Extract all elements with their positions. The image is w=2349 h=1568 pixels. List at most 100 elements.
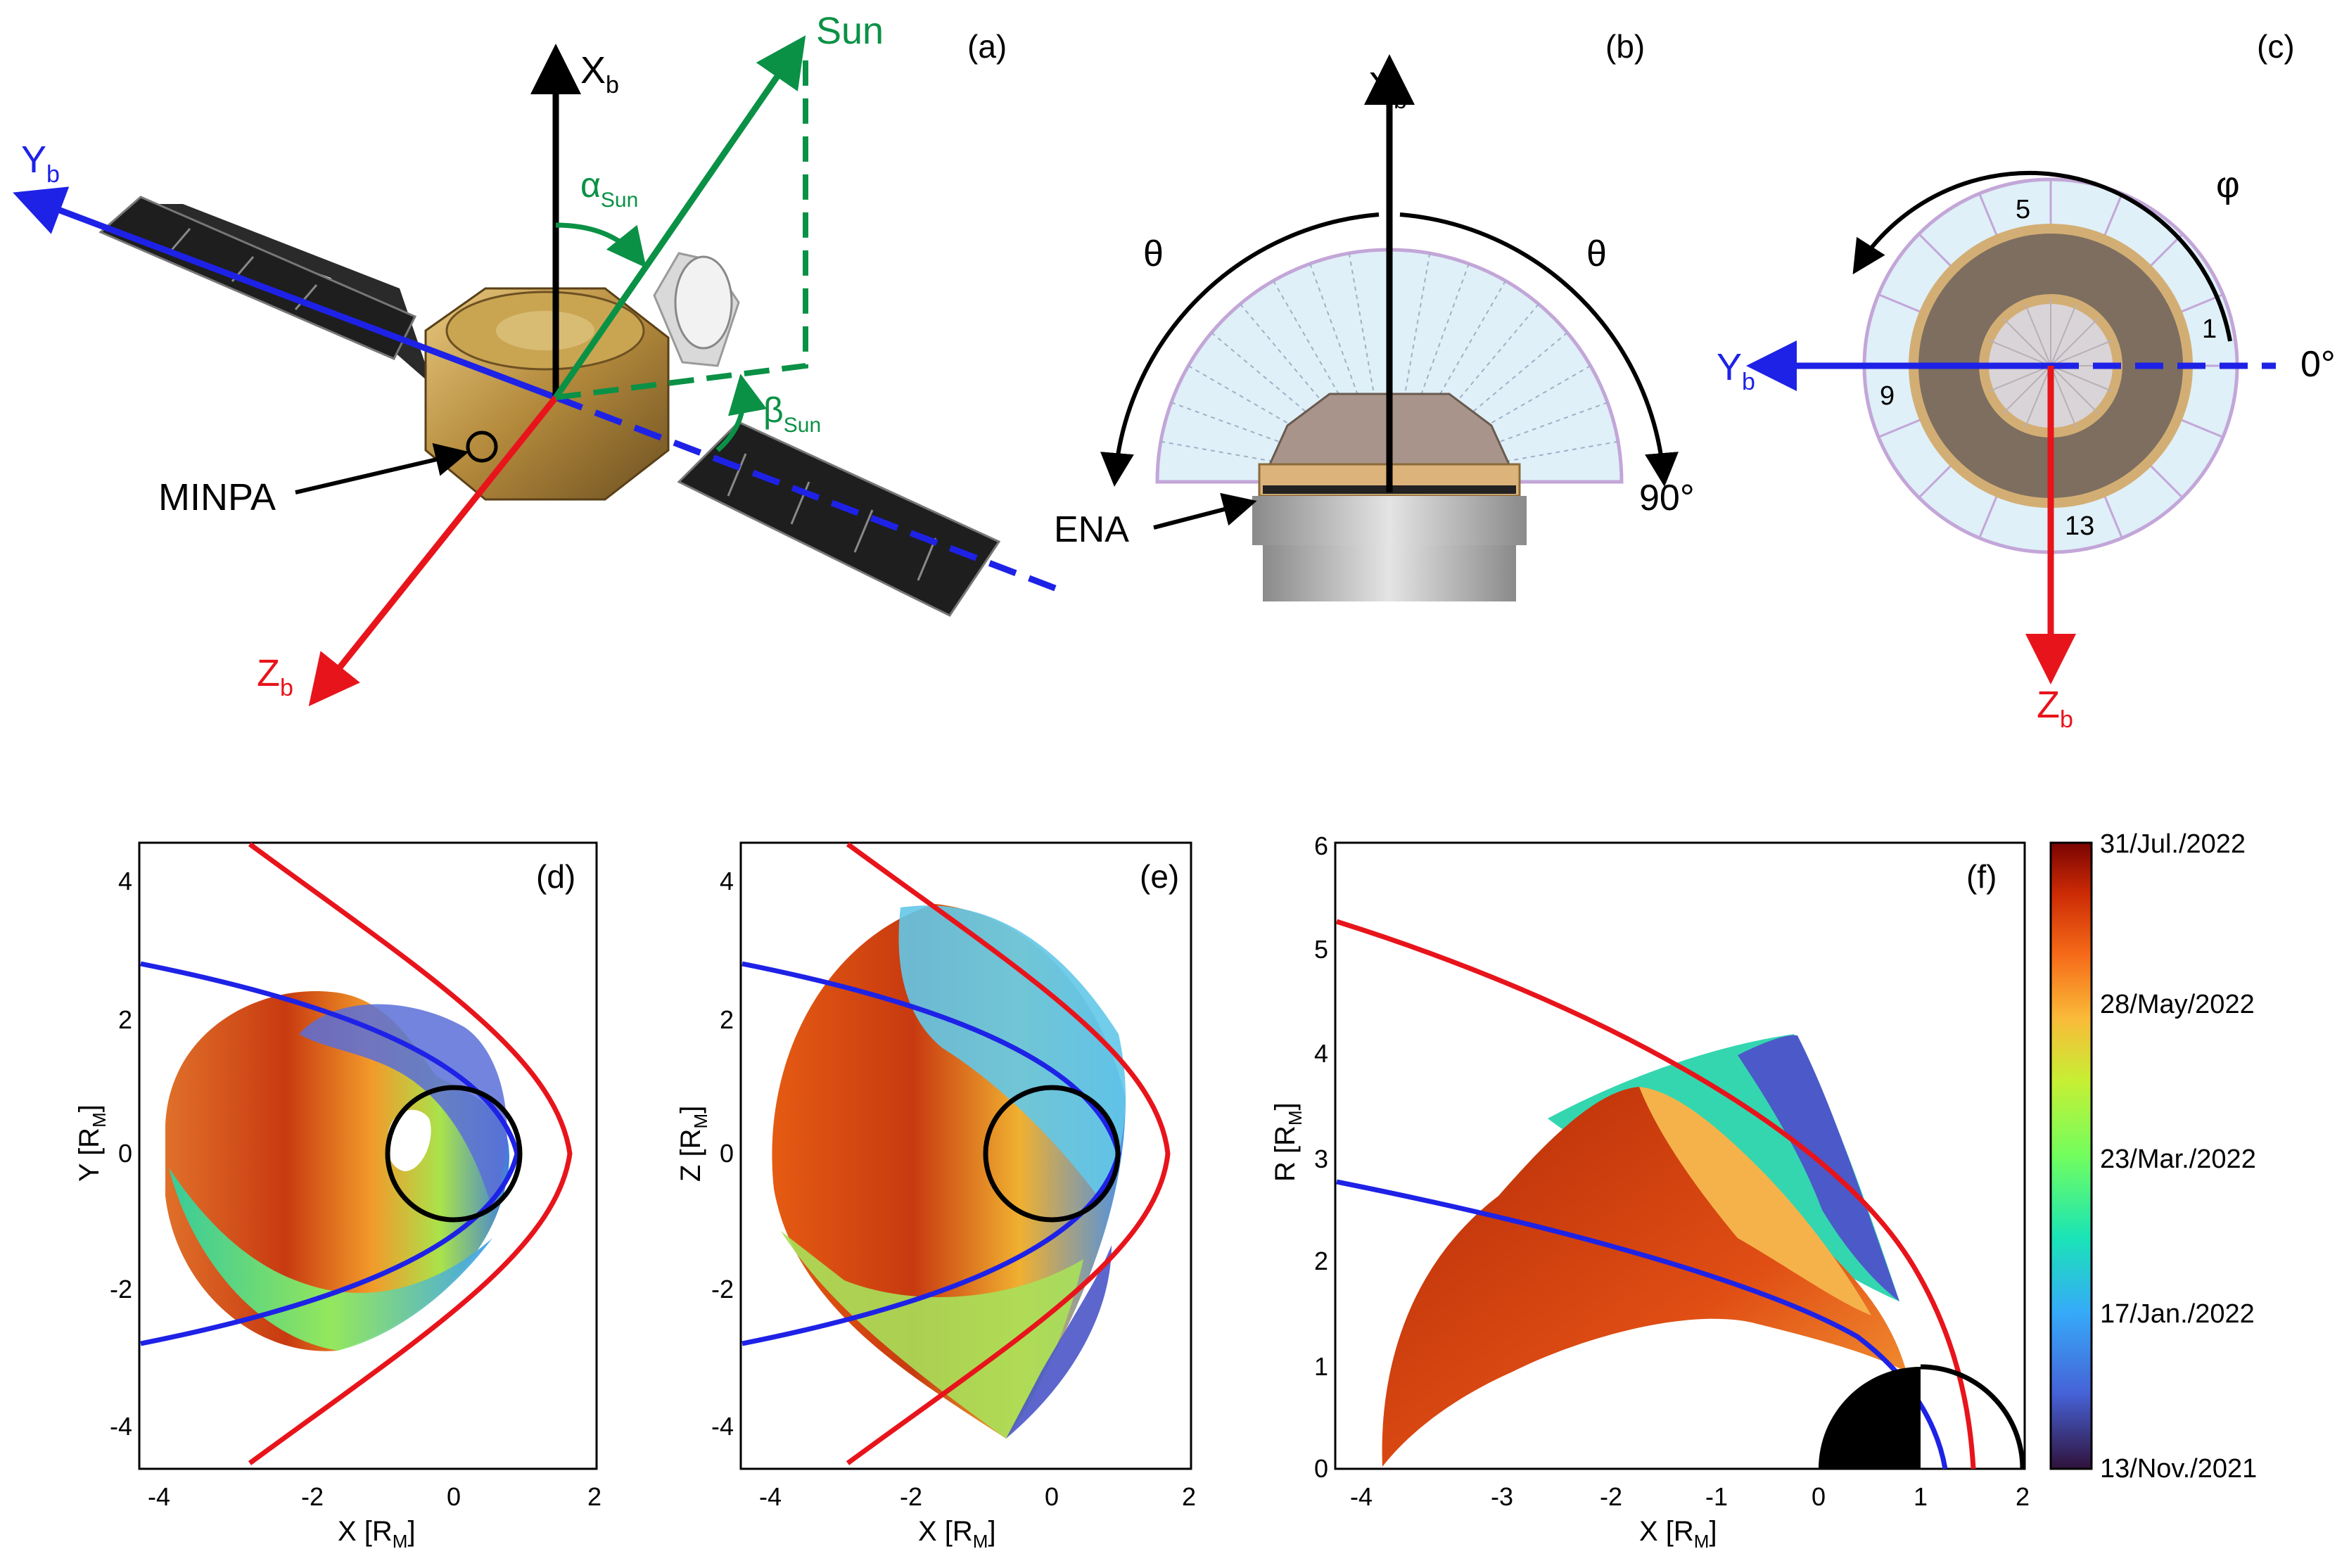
- xb-label: Xb: [580, 49, 619, 98]
- colorbar-label: 31/Jul./2022: [2100, 829, 2246, 859]
- inner-divider: [2050, 303, 2077, 366]
- sector-13-label: 13: [2065, 511, 2094, 541]
- panel-a: (a): [13, 10, 1064, 707]
- mars-circle: [385, 1085, 523, 1223]
- sector-5-label: 5: [2016, 195, 2030, 224]
- tick-label: -2: [110, 1275, 132, 1304]
- colorbar-label: 13/Nov./2021: [2100, 1454, 2257, 1484]
- y-ticks: 4 2 0 -2 -4: [110, 867, 132, 1441]
- xlabel: X [RM]: [338, 1516, 416, 1552]
- deg0-label: 0°: [2300, 344, 2336, 385]
- zb-label: Zb: [2037, 684, 2073, 733]
- mars-day-half: [1920, 1364, 2025, 1470]
- orbit-surface: [165, 991, 509, 1351]
- colorbar: 31/Jul./2022 28/May/2022 23/Mar./2022 17…: [2049, 829, 2257, 1484]
- sector-divider: [2177, 417, 2224, 438]
- tick-label: 2: [1314, 1247, 1328, 1275]
- inner-spokes: [1984, 299, 2118, 433]
- sun-vector-arrow: [553, 35, 806, 400]
- plot-frame: [739, 841, 1192, 1470]
- x-ticks: -4 -2 0 2: [759, 1482, 1196, 1511]
- x-ticks: -4 -3 -2 -1 0 1 2: [1350, 1482, 2030, 1511]
- orbit-surface: [772, 904, 1126, 1439]
- phi-label: φ: [2216, 165, 2240, 205]
- tick-label: -2: [900, 1482, 922, 1511]
- tick-label: 2: [720, 1005, 734, 1034]
- panel-d-label: (d): [536, 858, 575, 895]
- sector-9-label: 9: [1880, 381, 1895, 411]
- panel-c-label: (c): [2257, 28, 2295, 65]
- deg90-label: 90°: [1639, 478, 1695, 518]
- sector-divider: [1978, 193, 1999, 240]
- tick-label: 0: [720, 1139, 734, 1168]
- tick-label: -1: [1705, 1482, 1728, 1511]
- magnetopause-curve: [140, 961, 520, 1346]
- inner-divider: [2003, 318, 2051, 366]
- ylabel: Z [RM]: [675, 1106, 711, 1182]
- panel-d: (d) X [RM] Y [RM] -4 -2 0 2 4 2 0 -2 -4: [74, 841, 601, 1552]
- ylabel: Y [RM]: [74, 1104, 110, 1182]
- y-ticks: 6 5 4 3 2 1 0: [1314, 831, 1328, 1483]
- xlabel: X [RM]: [918, 1516, 996, 1552]
- inner-divider: [2050, 365, 2113, 393]
- theta-right-label: θ: [1586, 234, 1607, 274]
- sector-divider: [1918, 461, 1955, 499]
- panel-e: (e) X [RM] Z [RM] -4 -2 0 2 4 2 0 -2 -4: [675, 841, 1196, 1552]
- theta-left-label: θ: [1143, 234, 1164, 274]
- yb-axis-arrow: [13, 186, 557, 401]
- bow-shock-curve: [248, 842, 573, 1465]
- alpha-arc: [555, 222, 647, 268]
- yb-axis-dashed: [554, 394, 1064, 594]
- mars-circle: [983, 1085, 1121, 1223]
- solar-panel-right: [677, 421, 1001, 617]
- inner-divider: [1988, 339, 2051, 366]
- theta-arc-right: [1399, 212, 1679, 487]
- sector-divider: [1878, 417, 1925, 438]
- tick-label: 0: [1812, 1482, 1826, 1511]
- minpa-label: MINPA: [158, 476, 276, 518]
- panel-c: (c) φ 0° Yb Zb 5 1 9 13: [1717, 28, 2336, 733]
- panel-b: (b) Xb θ θ 90° ENA: [1054, 28, 1695, 601]
- tick-label: 4: [1314, 1039, 1328, 1068]
- colorbar-gradient: [2049, 841, 2093, 1470]
- tick-label: 0: [118, 1139, 132, 1168]
- tick-label: 0: [447, 1482, 461, 1511]
- sector-divider: [1918, 233, 1955, 270]
- tick-label: 6: [1314, 831, 1328, 860]
- beta-arc: [715, 374, 768, 452]
- x-ticks: -4 -2 0 2: [148, 1482, 601, 1511]
- sector-divider: [1978, 492, 1999, 539]
- beta-sun-label: βSun: [763, 390, 821, 437]
- tick-label: -4: [148, 1482, 170, 1511]
- mars-night-half: [1819, 1367, 1921, 1469]
- inner-divider: [2003, 365, 2051, 414]
- tick-label: 5: [1314, 935, 1328, 964]
- sector-1-label: 1: [2202, 314, 2217, 344]
- zb-label: Zb: [257, 652, 293, 701]
- tick-label: 4: [118, 867, 132, 895]
- colorbar-label: 28/May/2022: [2100, 990, 2255, 1019]
- theta-arc-left: [1100, 212, 1380, 487]
- orbit-surface: [1382, 1034, 1906, 1467]
- tick-label: 1: [1314, 1352, 1328, 1381]
- tick-label: 2: [1182, 1482, 1196, 1511]
- inner-divider: [2050, 365, 2077, 428]
- yb-label: Yb: [21, 139, 60, 188]
- inner-divider: [2050, 339, 2113, 366]
- magnetopause-curve: [1336, 1179, 1948, 1470]
- tick-label: -2: [301, 1482, 324, 1511]
- ylabel: R [RM]: [1270, 1102, 1306, 1182]
- tick-label: -2: [711, 1275, 734, 1304]
- tick-label: 0: [1314, 1454, 1328, 1483]
- panel-e-label: (e): [1140, 858, 1179, 895]
- inner-divider: [1988, 365, 2051, 393]
- bow-shock-curve: [1335, 919, 1976, 1470]
- panel-f: (f) X [RM] R [RM] -4 -3 -2 -1 0 1 2 6 5 …: [1270, 831, 2030, 1552]
- sector-divider: [2102, 193, 2123, 240]
- inner-divider: [2050, 365, 2099, 414]
- tick-label: 3: [1314, 1145, 1328, 1173]
- tick-label: 1: [1914, 1482, 1928, 1511]
- tick-label: 4: [720, 867, 734, 895]
- colorbar-label: 23/Mar./2022: [2100, 1145, 2256, 1174]
- sector-divider: [2102, 492, 2123, 539]
